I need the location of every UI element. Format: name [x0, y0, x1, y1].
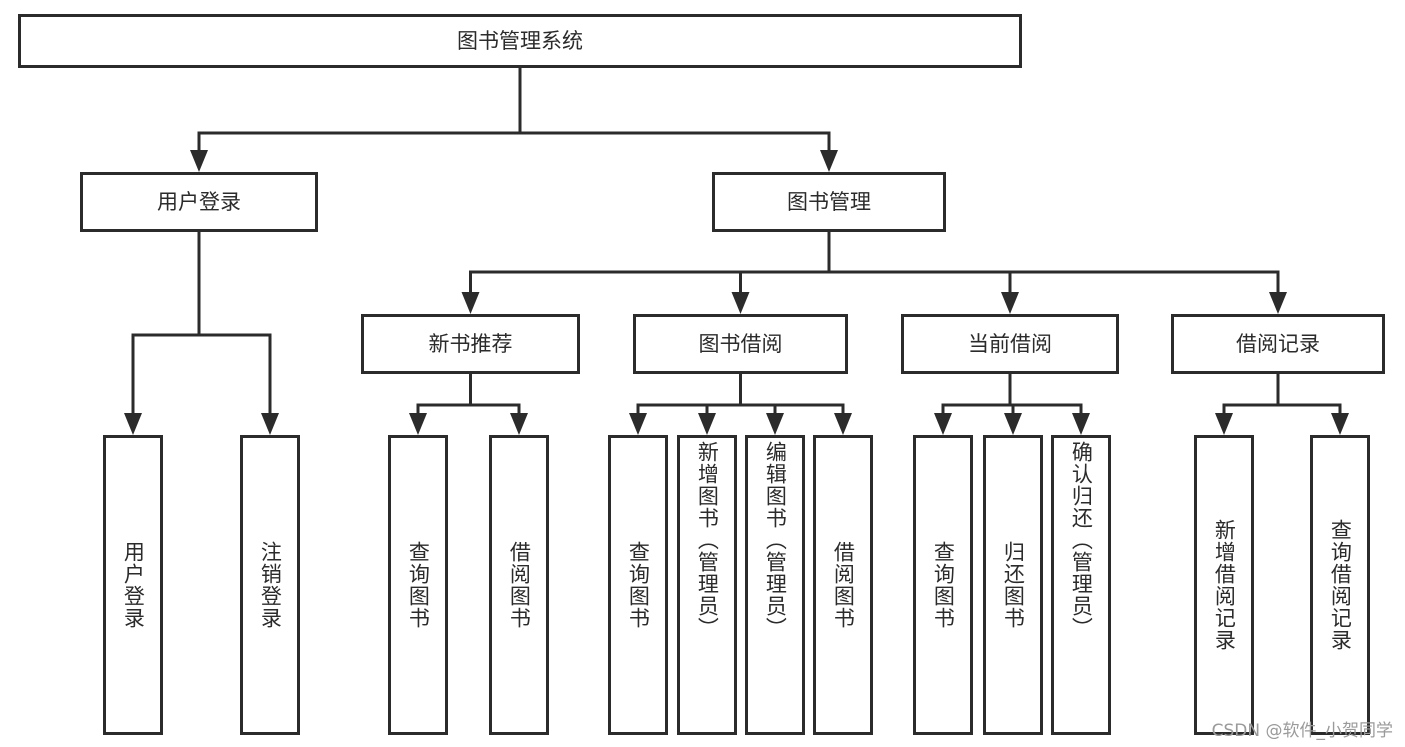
arrow-leaf-add-record — [1215, 413, 1233, 435]
node-label-root: 图书管理系统 — [457, 29, 583, 53]
node-box-leaf-add-book[interactable] — [677, 435, 737, 735]
node-box-leaf-logout[interactable] — [240, 435, 300, 735]
node-box-borrow-record[interactable] — [1171, 314, 1385, 374]
arrow-leaf-query-book-1 — [409, 413, 427, 435]
arrow-leaf-borrow-book-1 — [510, 413, 528, 435]
node-box-leaf-query-book-3[interactable] — [913, 435, 973, 735]
arrow-leaf-user-login — [124, 413, 142, 435]
node-box-leaf-return-book[interactable] — [983, 435, 1043, 735]
node-label-book-borrow: 图书借阅 — [699, 332, 783, 356]
arrow-new-book-recommend — [461, 292, 480, 314]
boxes-layer — [18, 14, 1385, 735]
arrow-current-borrow — [1001, 292, 1019, 314]
node-box-leaf-add-record[interactable] — [1194, 435, 1254, 735]
node-box-leaf-borrow-book-2[interactable] — [813, 435, 873, 735]
node-box-root[interactable] — [18, 14, 1022, 68]
arrow-leaf-edit-book — [766, 413, 784, 435]
node-box-leaf-borrow-book-1[interactable] — [489, 435, 549, 735]
node-box-current-borrow[interactable] — [901, 314, 1119, 374]
arrow-leaf-confirm-return — [1072, 413, 1090, 435]
arrow-leaf-query-book-2 — [629, 413, 647, 435]
node-box-book-manage[interactable] — [712, 172, 946, 232]
node-label-current-borrow: 当前借阅 — [968, 332, 1052, 356]
node-box-book-borrow[interactable] — [633, 314, 848, 374]
connectors-layer — [124, 66, 1349, 435]
watermark-text: CSDN @软件_小贺同学 — [1211, 721, 1393, 741]
arrow-leaf-query-book-3 — [934, 413, 952, 435]
arrow-leaf-logout — [261, 413, 279, 435]
arrow-borrow-record — [1269, 292, 1287, 314]
node-box-leaf-user-login[interactable] — [103, 435, 163, 735]
arrow-book-manage — [820, 150, 838, 172]
node-label-user-login: 用户登录 — [157, 190, 241, 214]
arrow-leaf-add-book — [698, 413, 716, 435]
node-box-leaf-query-record[interactable] — [1310, 435, 1370, 735]
arrow-leaf-borrow-book-2 — [834, 413, 852, 435]
node-box-new-book-recommend[interactable] — [361, 314, 580, 374]
node-box-leaf-query-book-1[interactable] — [388, 435, 448, 735]
node-box-leaf-query-book-2[interactable] — [608, 435, 668, 735]
node-label-borrow-record: 借阅记录 — [1236, 332, 1320, 356]
arrow-leaf-query-record — [1331, 413, 1349, 435]
arrow-leaf-return-book — [1004, 413, 1022, 435]
arrow-book-borrow — [731, 292, 750, 314]
node-box-user-login[interactable] — [80, 172, 318, 232]
node-label-new-book-recommend: 新书推荐 — [429, 332, 513, 356]
node-label-book-manage: 图书管理 — [787, 190, 871, 214]
node-box-leaf-confirm-return[interactable] — [1051, 435, 1111, 735]
arrow-user-login — [190, 150, 208, 172]
node-box-leaf-edit-book[interactable] — [745, 435, 805, 735]
